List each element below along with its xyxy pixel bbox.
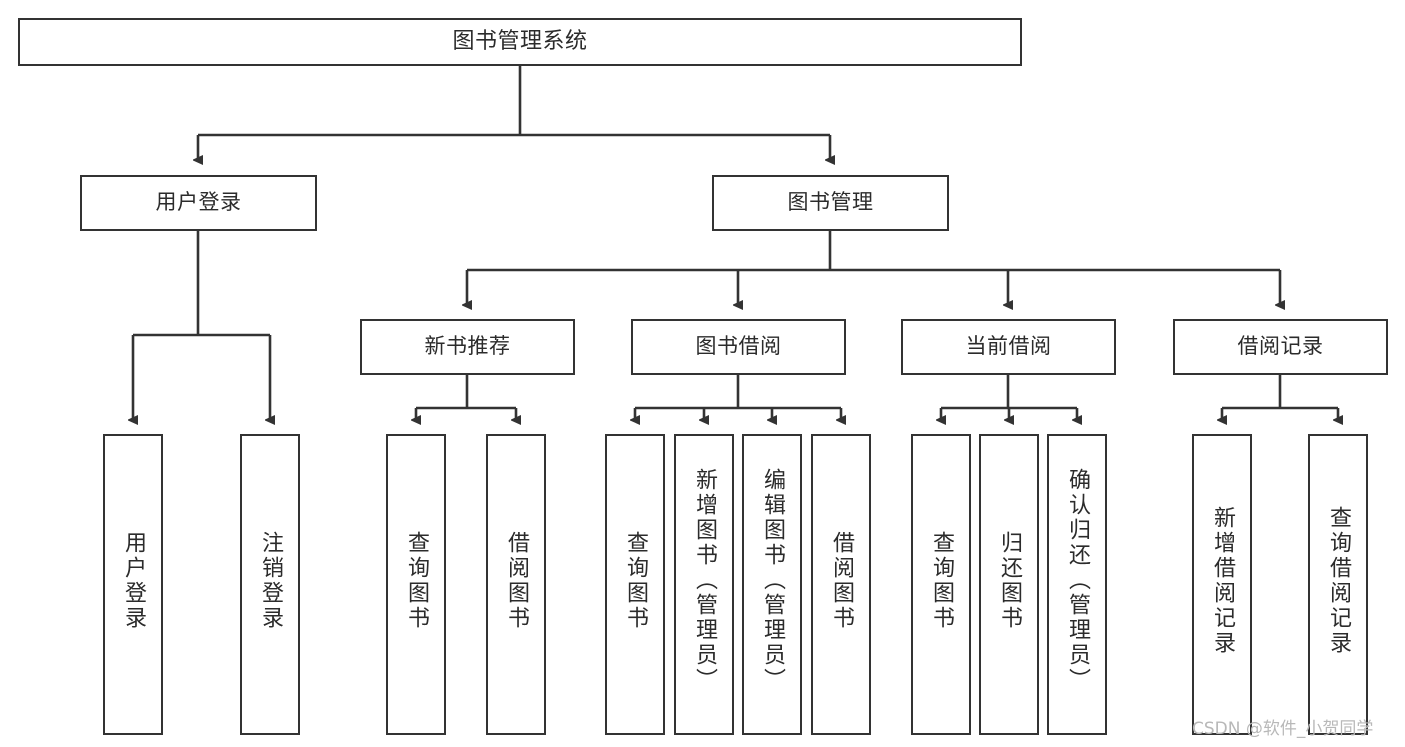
leaf-return-book[interactable]: 归还图书 — [979, 434, 1039, 735]
node-book-borrowing[interactable]: 图书借阅 — [631, 319, 846, 375]
node-label: 注销登录 — [258, 530, 283, 631]
leaf-new-book-borrow[interactable]: 借阅图书 — [486, 434, 546, 735]
node-label: 编辑图书（管理员） — [760, 468, 785, 693]
node-borrowing-record[interactable]: 借阅记录 — [1173, 319, 1388, 375]
node-label: 查询图书 — [623, 530, 648, 631]
leaf-user-login[interactable]: 用户登录 — [103, 434, 163, 735]
leaf-add-book-admin[interactable]: 新增图书（管理员） — [674, 434, 734, 735]
leaf-query-borrow-record[interactable]: 查询借阅记录 — [1308, 434, 1368, 735]
node-new-book-recommendation[interactable]: 新书推荐 — [360, 319, 575, 375]
node-label: 借阅图书 — [829, 530, 854, 631]
node-label: 借阅图书 — [504, 530, 529, 631]
node-user-login[interactable]: 用户登录 — [80, 175, 317, 231]
leaf-confirm-return-admin[interactable]: 确认归还（管理员） — [1047, 434, 1107, 735]
node-label: 新增图书（管理员） — [692, 468, 717, 693]
node-label: 图书管理系统 — [452, 28, 588, 54]
node-label: 归还图书 — [997, 530, 1022, 631]
leaf-add-borrow-record[interactable]: 新增借阅记录 — [1192, 434, 1252, 735]
node-book-management[interactable]: 图书管理 — [712, 175, 949, 231]
node-label: 用户登录 — [155, 190, 242, 215]
node-root-book-management-system[interactable]: 图书管理系统 — [18, 18, 1022, 66]
node-label: 新增借阅记录 — [1210, 505, 1235, 656]
node-label: 图书管理 — [787, 190, 874, 215]
node-label: 新书推荐 — [424, 334, 511, 359]
leaf-current-query-book[interactable]: 查询图书 — [911, 434, 971, 735]
watermark-text: CSDN @软件_小贺同学 — [1192, 719, 1374, 739]
node-label: 用户登录 — [121, 530, 146, 631]
node-label: 当前借阅 — [965, 334, 1052, 359]
node-current-borrowing[interactable]: 当前借阅 — [901, 319, 1116, 375]
leaf-borrow-book[interactable]: 借阅图书 — [811, 434, 871, 735]
node-label: 确认归还（管理员） — [1065, 468, 1090, 693]
node-label: 查询借阅记录 — [1326, 505, 1351, 656]
leaf-edit-book-admin[interactable]: 编辑图书（管理员） — [742, 434, 802, 735]
leaf-new-book-query[interactable]: 查询图书 — [386, 434, 446, 735]
node-label: 查询图书 — [929, 530, 954, 631]
node-label: 借阅记录 — [1237, 334, 1324, 359]
node-label: 图书借阅 — [695, 334, 782, 359]
node-label: 查询图书 — [404, 530, 429, 631]
leaf-borrow-query-book[interactable]: 查询图书 — [605, 434, 665, 735]
leaf-logout[interactable]: 注销登录 — [240, 434, 300, 735]
